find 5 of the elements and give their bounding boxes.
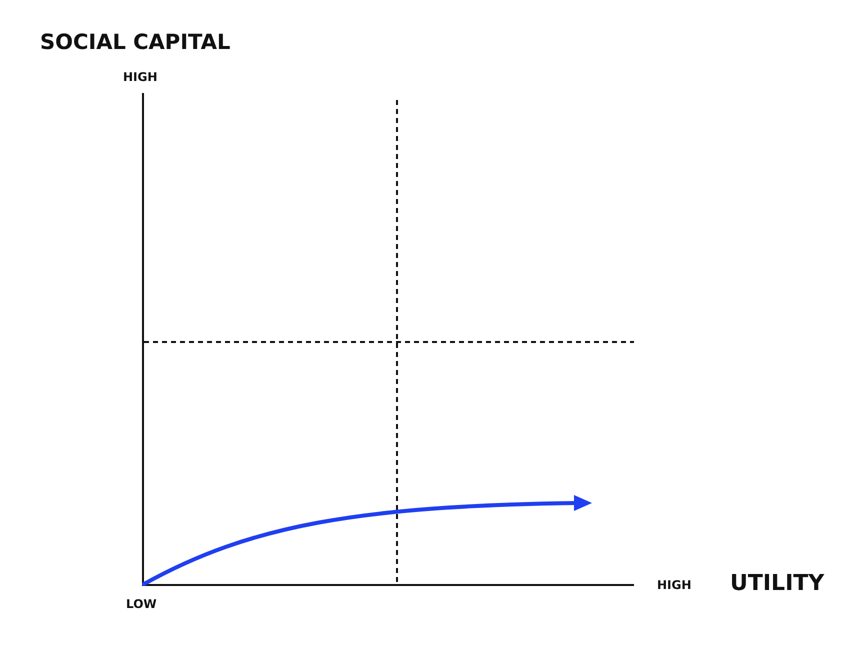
axis-end-label: HIGH: [657, 579, 692, 592]
axis-end-label: LOW: [126, 598, 157, 612]
axis-title: SOCIAL CAPITAL: [40, 31, 230, 54]
axis-title: UTILITY: [730, 572, 824, 596]
axis-end-label: HIGH: [123, 71, 158, 84]
